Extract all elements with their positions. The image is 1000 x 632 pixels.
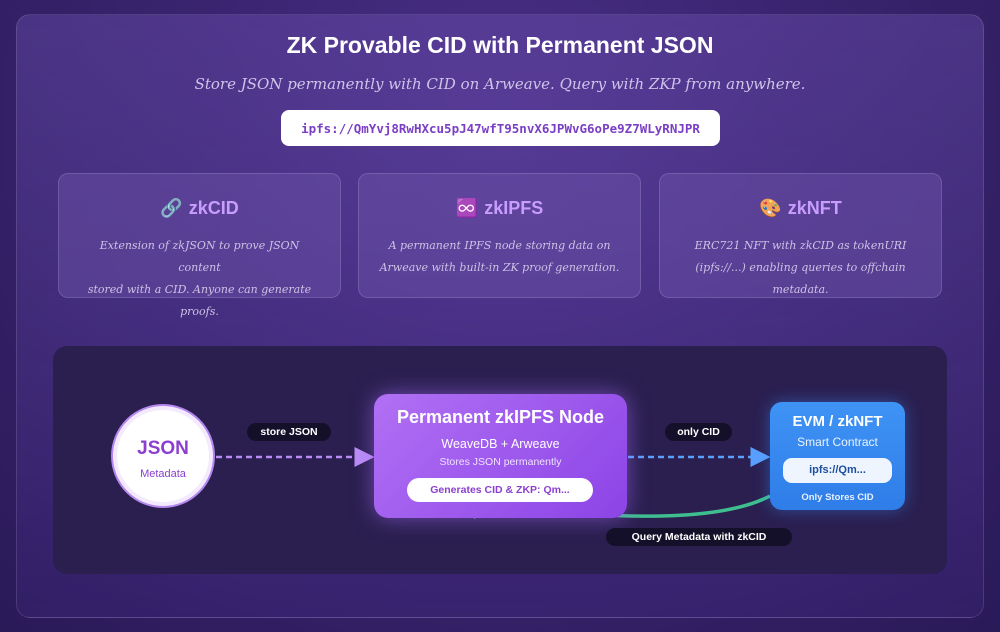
- card-desc-line: A permanent IPFS node storing data on: [388, 239, 611, 252]
- card-title: 🔗zkCID: [59, 198, 340, 219]
- only-cid-label: only CID: [665, 423, 732, 441]
- infinity-icon: ♾️: [455, 198, 479, 218]
- card-description: ERC721 NFT with zkCID as tokenURI (ipfs:…: [680, 235, 921, 301]
- card-desc-line: ERC721 NFT with zkCID as tokenURI: [694, 239, 907, 252]
- card-description: Extension of zkJSON to prove JSON conten…: [79, 235, 320, 323]
- query-metadata-label: Query Metadata with zkCID: [606, 528, 792, 546]
- card-title: ♾️zkIPFS: [359, 198, 640, 219]
- card-title-text: zkIPFS: [484, 198, 544, 218]
- card-desc-line: Arweave with built-in ZK proof generatio…: [379, 261, 620, 274]
- json-node-subtitle: Metadata: [140, 468, 186, 480]
- evm-cid-pill: ipfs://Qm...: [783, 458, 892, 483]
- evm-node-title: EVM / zkNFT: [792, 413, 883, 430]
- card-title-text: zkNFT: [787, 198, 842, 218]
- card-zkipfs: ♾️zkIPFS A permanent IPFS node storing d…: [358, 173, 641, 298]
- card-desc-line: (ipfs://...) enabling queries to offchai…: [695, 261, 906, 296]
- card-description: A permanent IPFS node storing data on Ar…: [379, 235, 620, 279]
- evm-node-footer: Only Stores CID: [801, 492, 874, 503]
- card-title-text: zkCID: [188, 198, 239, 218]
- palette-icon: 🎨: [759, 198, 782, 218]
- evm-node-subtitle: Smart Contract: [797, 435, 878, 449]
- ipfs-node-line2: Stores JSON permanently: [439, 456, 562, 468]
- page-subtitle: Store JSON permanently with CID on Arwea…: [194, 75, 806, 93]
- generates-cid-pill: Generates CID & ZKP: Qm...: [407, 478, 593, 502]
- ipfs-node-line1: WeaveDB + Arweave: [441, 437, 560, 451]
- card-zkcid: 🔗zkCID Extension of zkJSON to prove JSON…: [58, 173, 341, 318]
- ipfs-node-title: Permanent zkIPFS Node: [396, 407, 605, 427]
- link-icon: 🔗: [160, 198, 183, 218]
- zkipfs-node: Permanent zkIPFS Node WeaveDB + Arweave …: [374, 394, 627, 518]
- card-desc-line: Extension of zkJSON to prove JSON conten…: [99, 239, 300, 274]
- store-json-label: store JSON: [247, 423, 331, 441]
- card-desc-line: stored with a CID. Anyone can generate p…: [87, 283, 312, 318]
- json-node-title: JSON: [137, 438, 189, 459]
- card-title: 🎨zkNFT: [660, 198, 941, 219]
- page-title: ZK Provable CID with Permanent JSON: [286, 32, 714, 58]
- json-metadata-node: JSON Metadata: [113, 406, 213, 506]
- card-zknft: 🎨zkNFT ERC721 NFT with zkCID as tokenURI…: [659, 173, 942, 298]
- evm-zknft-node: EVM / zkNFT Smart Contract ipfs://Qm... …: [770, 402, 905, 510]
- cid-display[interactable]: ipfs://QmYvj8RwHXcu5pJ47wfT95nvX6JPWvG6o…: [281, 110, 720, 146]
